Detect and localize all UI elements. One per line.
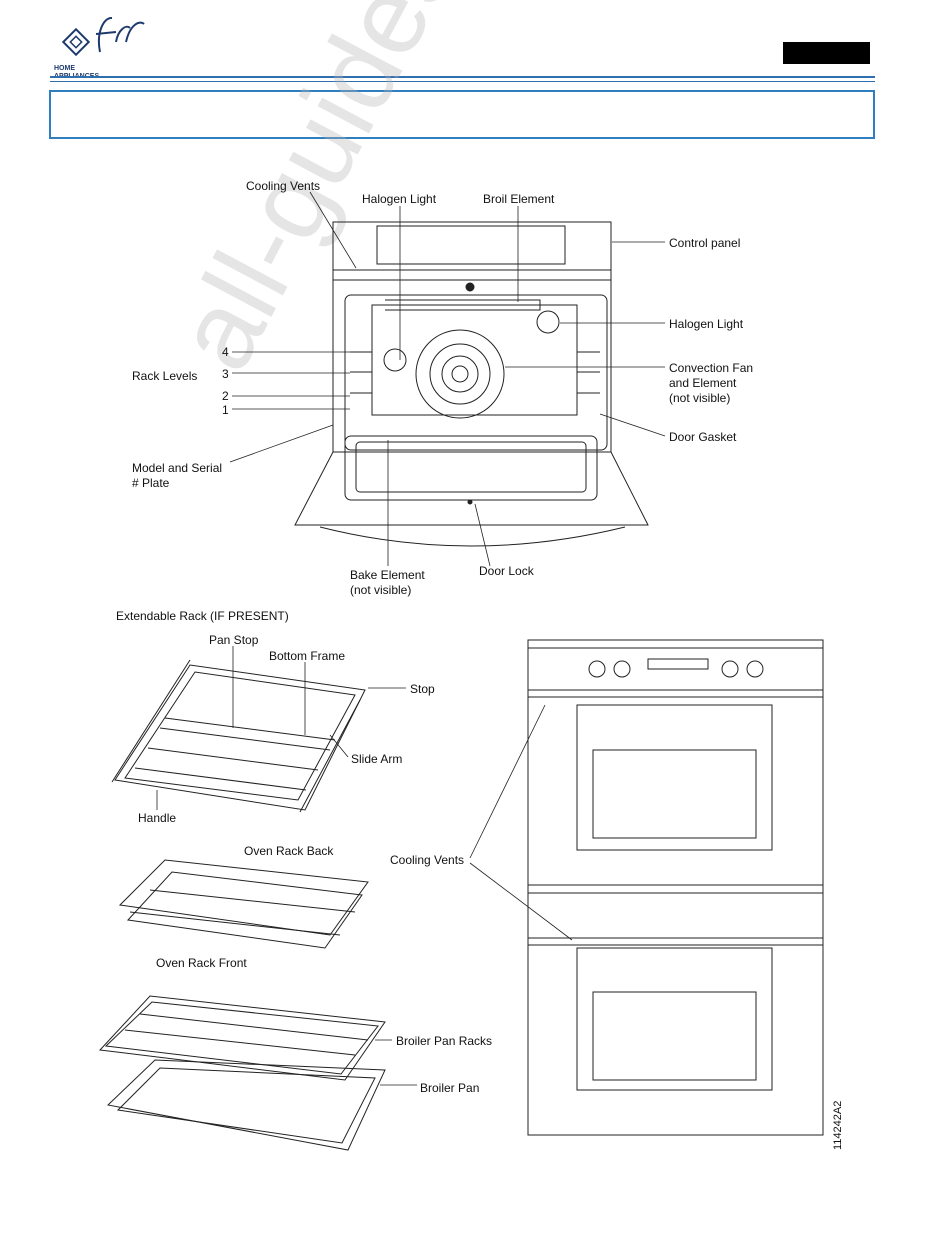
convection-fan-label-2: and Element	[669, 376, 737, 390]
oven-rack-back-label: Oven Rack Back	[244, 844, 334, 858]
oven-rack	[118, 859, 369, 949]
rack-level-3: 3	[222, 367, 229, 381]
stop-label: Stop	[410, 682, 435, 696]
door-lock-label: Door Lock	[479, 564, 534, 578]
rack-level-1: 1	[222, 403, 229, 417]
broiler-pan-racks-label: Broiler Pan Racks	[396, 1034, 493, 1048]
model-serial-label-2: # Plate	[132, 476, 170, 490]
rack-level-4: 4	[222, 345, 229, 359]
header-rule-1	[50, 76, 875, 78]
model-serial-label-1: Model and Serial	[132, 461, 223, 475]
extendable-rack	[111, 659, 366, 813]
rack-level-2: 2	[222, 389, 229, 403]
single-oven	[294, 221, 649, 547]
bake-element-label-2: (not visible)	[350, 583, 412, 597]
cooling-vents-top-label: Cooling Vents	[246, 179, 321, 193]
logo-mark-icon	[61, 17, 145, 57]
convection-fan-label-1: Convection Fan	[669, 361, 754, 375]
extendable-rack-label: Extendable Rack (IF PRESENT)	[116, 609, 289, 623]
broiler-pan-label: Broiler Pan	[420, 1081, 480, 1095]
leader-lines	[156, 191, 666, 1086]
slide-arm-label: Slide Arm	[351, 752, 403, 766]
broiler-pan	[98, 995, 386, 1151]
convection-fan-label-3: (not visible)	[669, 391, 731, 405]
bake-element-label-1: Bake Element	[350, 568, 425, 582]
door-gasket-label: Door Gasket	[669, 430, 737, 444]
rack-levels-label: Rack Levels	[132, 369, 198, 383]
handle-label: Handle	[138, 811, 177, 825]
oven-rack-front-label: Oven Rack Front	[156, 956, 247, 970]
figure-code: 114242A2	[832, 1100, 844, 1150]
halogen-light-top-label: Halogen Light	[362, 192, 437, 206]
title-box	[49, 90, 875, 139]
section-tab	[783, 42, 870, 64]
cooling-vents-double-label: Cooling Vents	[390, 853, 465, 867]
halogen-light-right-label: Halogen Light	[669, 317, 744, 331]
pan-stop-label: Pan Stop	[209, 633, 259, 647]
control-panel-label: Control panel	[669, 236, 741, 250]
broil-element-label: Broil Element	[483, 192, 555, 206]
double-oven	[527, 639, 824, 1136]
header-rule-2	[50, 81, 875, 82]
bottom-frame-label: Bottom Frame	[269, 649, 346, 663]
